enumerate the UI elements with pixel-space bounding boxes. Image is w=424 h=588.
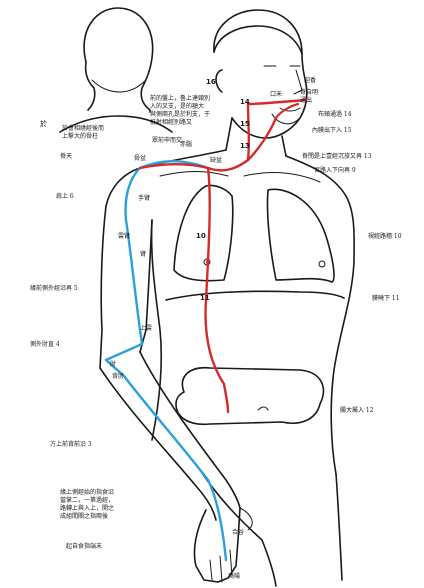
label-tip: 商陽 <box>228 572 240 580</box>
label-jbai: 脊天 <box>60 152 72 160</box>
label-l5: 緣前側外經沿再 5 <box>30 284 78 292</box>
lung-right <box>266 188 335 283</box>
label-rear: 背肘 <box>112 372 124 380</box>
arm-upper-outer <box>99 205 107 369</box>
clavicle-right <box>243 172 321 183</box>
back-shoulders <box>59 115 173 133</box>
clavicle-left <box>159 171 229 177</box>
meridian-red-clavicle <box>138 116 278 172</box>
label-l10: 視經路穗 10 <box>368 232 402 240</box>
label-l2: 緣上側經始的指食沿當掌二，一第過經，路轉上與入上，開之成組間關之指兩後 <box>60 488 114 520</box>
label-kou: 口禾 <box>270 90 282 98</box>
label-yu: 雲臂 <box>118 232 130 240</box>
label-l13: 脊閉是上壹經沉旅又再 13 <box>302 152 372 160</box>
large-intestine <box>175 367 325 426</box>
number-n11: 11 <box>200 294 210 302</box>
label-shou: 手臂 <box>138 194 150 202</box>
label-l6: 肩上 6 <box>56 192 74 200</box>
front-neck-right <box>281 135 287 157</box>
front-beard <box>271 113 301 125</box>
hand-outline <box>193 507 241 583</box>
label-he: 合谷 <box>232 528 244 536</box>
finger-1 <box>209 559 213 581</box>
nipple-right <box>318 260 326 268</box>
label-tian: 上雲 <box>140 324 152 332</box>
label-l1: 起自食指端末 <box>66 542 102 550</box>
front-nose <box>293 69 303 95</box>
label-8-back: 於 <box>40 119 47 128</box>
label-l12: 腸大屬入 12 <box>340 406 374 414</box>
label-l9: 宮路入下向再 9 <box>314 166 356 174</box>
arm-upper-inner <box>139 219 153 353</box>
front-ear <box>215 69 223 93</box>
label-l11: 膜曉下 11 <box>372 294 400 302</box>
label-bi: 臂 <box>140 250 146 258</box>
back-head-left <box>84 61 96 111</box>
label-ren: 迎香 <box>304 76 316 84</box>
point-chest <box>206 260 210 264</box>
label-l3: 方上前背前沿 3 <box>50 440 92 448</box>
back-hairline <box>91 79 147 93</box>
back-view-figure <box>59 7 173 133</box>
label-l15: 內膜出下入 15 <box>312 126 352 134</box>
meridian-red-main <box>204 166 230 414</box>
number-n10: 10 <box>196 232 206 240</box>
number-n15: 15 <box>240 120 250 128</box>
label-l8_back: 於會相繞經後而上擊大的骨柱 <box>62 124 104 140</box>
number-n13: 13 <box>240 142 250 150</box>
front-hair <box>213 25 303 55</box>
front-view-figure <box>99 9 355 587</box>
label-l14: 脊自明通出 <box>300 88 318 104</box>
label-chi: 赤腦 <box>180 140 192 148</box>
torso-right-side <box>330 261 355 475</box>
meridian-red-neck-branch <box>246 98 308 162</box>
front-shoulder-right <box>285 155 355 263</box>
meridian-blue-path <box>104 160 228 562</box>
forearm-outer <box>99 367 217 521</box>
label-l7_tail: 眾前申而交 <box>152 136 182 144</box>
torso-left-side <box>150 219 163 441</box>
lung-left <box>173 184 234 282</box>
label-zhou: 肘 <box>110 360 116 368</box>
finger-3 <box>229 549 233 577</box>
back-head-outline <box>83 7 154 113</box>
meridian-red-face <box>274 102 300 120</box>
diaphragm-line <box>165 290 345 301</box>
groin <box>199 469 277 587</box>
label-qp: 缺盆 <box>210 156 222 164</box>
front-mouth <box>279 107 301 112</box>
front-neck-left <box>225 117 233 151</box>
label-l14b: 布頰通過 14 <box>318 110 352 118</box>
number-n16: 16 <box>206 78 216 86</box>
navel <box>257 406 269 411</box>
label-l4: 側外肘直 4 <box>30 340 60 348</box>
number-n14: 14 <box>240 98 250 106</box>
front-head-outline <box>213 9 308 139</box>
finger-2 <box>219 555 223 583</box>
hip-right <box>335 473 343 581</box>
thumb <box>239 507 253 531</box>
label-l7_back: 前的盤上，魯上達頸別入的叉支，是的額大與側兩孔是於利支，于抵射相經別路又 <box>150 94 210 126</box>
forearm-inner <box>139 351 241 509</box>
label-gu: 骨盆 <box>134 154 146 162</box>
